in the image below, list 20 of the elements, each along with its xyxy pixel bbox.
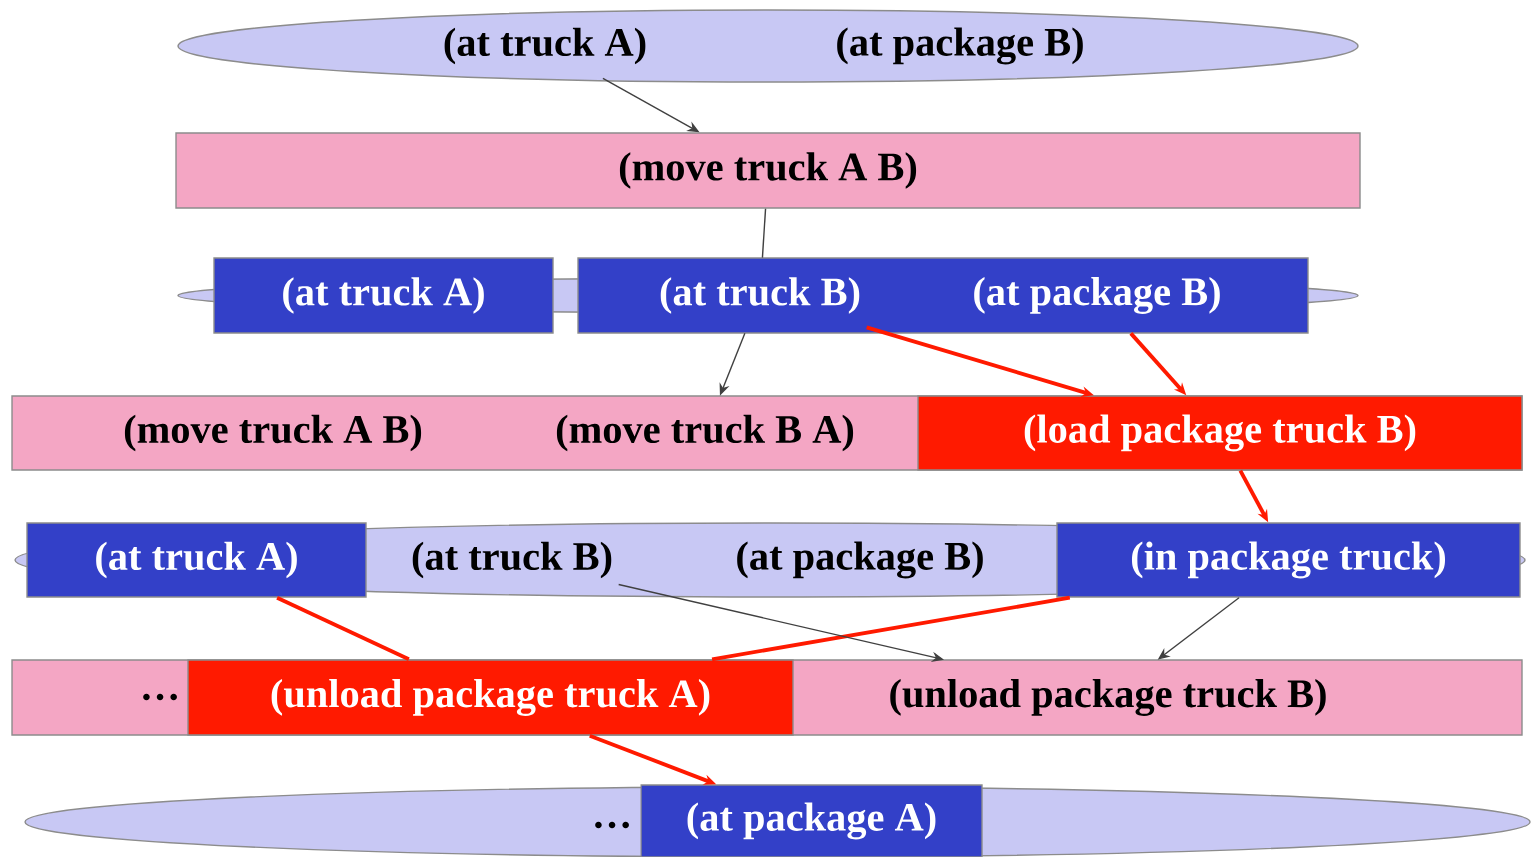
fact-box: (in package truck) xyxy=(1056,522,1521,598)
action-box: (load package truck B) xyxy=(917,395,1523,471)
fact-box: (at package A) xyxy=(640,784,983,857)
ellipsis-text: … xyxy=(595,821,629,829)
action-label: (unload package truck B) xyxy=(890,679,1326,716)
action-label: (at package B) xyxy=(974,277,1220,314)
fact-label: (at package B) xyxy=(737,541,983,579)
fact-label: (at truck A) xyxy=(444,27,646,65)
fact-box: (at truck A) xyxy=(213,257,554,334)
fact-label: (at package B) xyxy=(837,27,1083,65)
action-band: (move truck A B) xyxy=(175,132,1361,209)
action-label: (move truck B A) xyxy=(556,414,854,452)
fact-label: (at truck B) xyxy=(412,541,612,579)
action-label: (at truck B) xyxy=(660,277,860,314)
fact-box: (at truck A) xyxy=(26,522,367,598)
action-label: (move truck A B) xyxy=(124,414,422,452)
action-box: (unload package truck A) xyxy=(187,659,794,736)
fact-box xyxy=(577,257,1309,334)
ellipsis-text: … xyxy=(143,693,177,701)
layer-ellipse xyxy=(177,9,1359,83)
